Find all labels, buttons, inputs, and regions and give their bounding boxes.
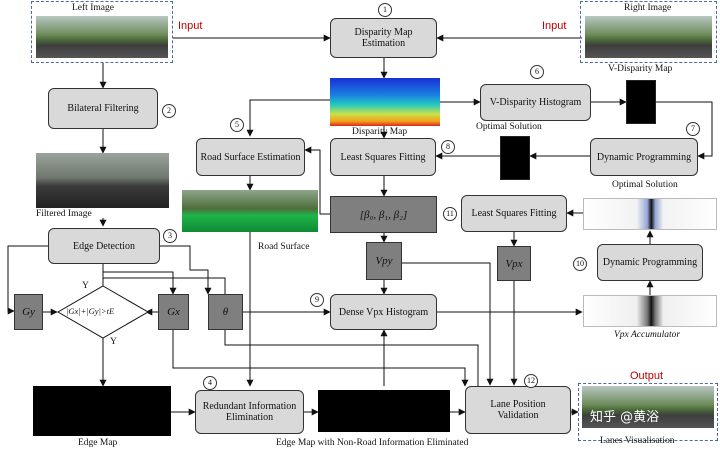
edge-map-eliminated-caption: Edge Map with Non-Road Information Elimi… xyxy=(276,438,469,448)
edge-map-road-only-image xyxy=(318,390,450,432)
step-7-badge: 7 xyxy=(686,122,700,136)
step-4-badge: 4 xyxy=(203,376,217,390)
step-10-badge: 10 xyxy=(573,257,587,271)
beta-params-label: [β₀, β₁, β₂] xyxy=(359,208,408,221)
lane-position-validation-box: Lane Position Validation xyxy=(465,386,571,434)
step-1-badge: 1 xyxy=(378,3,392,17)
disparity-estimation-box: Disparity Map Estimation xyxy=(330,18,437,58)
beta-params-box: [β₀, β₁, β₂] xyxy=(330,196,437,233)
yes-label-bottom: Y xyxy=(110,337,117,347)
optimal-solution-image xyxy=(500,136,530,180)
lanes-visualisation-image xyxy=(582,386,714,428)
output-label: Output xyxy=(630,370,664,382)
optimal-solution-caption-top: Optimal Solution xyxy=(476,122,542,132)
road-surface-estimation-box: Road Surface Estimation xyxy=(196,138,305,176)
left-image xyxy=(36,16,168,58)
least-squares-fitting-right-label: Least Squares Fitting xyxy=(471,208,557,219)
step-2-badge: 2 xyxy=(162,104,176,118)
filtered-image xyxy=(36,153,169,208)
vpx-accumulator-top xyxy=(583,198,717,230)
dynamic-programming-box: Dynamic Programming xyxy=(590,138,698,176)
vpx-accumulator-caption: Vpx Accumulator xyxy=(614,330,681,340)
step-8-badge: 8 xyxy=(441,140,455,154)
road-surface-image xyxy=(182,190,318,232)
v-disparity-histogram-label: V-Disparity Histogram xyxy=(489,97,582,108)
disparity-estimation-label: Disparity Map Estimation xyxy=(354,27,413,49)
disparity-map-caption: Disparity Map xyxy=(352,127,408,137)
theta-box: θ xyxy=(208,294,243,330)
theta-label: θ xyxy=(222,306,229,318)
bilateral-filtering-label: Bilateral Filtering xyxy=(67,103,139,114)
dynamic-programming-right-box: Dynamic Programming xyxy=(597,244,703,281)
least-squares-fitting-box: Least Squares Fitting xyxy=(330,138,436,176)
step-5-badge: 5 xyxy=(230,118,244,132)
threshold-condition: |Gx|+|Gy|>tE xyxy=(66,306,115,316)
vpy-label: Vpy xyxy=(375,255,393,267)
road-surface-caption: Road Surface xyxy=(258,242,310,252)
step-3-badge: 3 xyxy=(163,229,177,243)
road-surface-estimation-label: Road Surface Estimation xyxy=(200,151,301,163)
edge-detection-box: Edge Detection xyxy=(48,228,160,264)
v-disparity-map-caption: V-Disparity Map xyxy=(608,64,673,74)
edge-map-caption: Edge Map xyxy=(78,438,118,448)
step-11-badge: 11 xyxy=(443,207,457,221)
dynamic-programming-right-label: Dynamic Programming xyxy=(602,257,698,268)
gy-label: Gy xyxy=(22,306,35,318)
dynamic-programming-label: Dynamic Programming xyxy=(596,151,692,163)
input-label-left: Input xyxy=(178,20,203,32)
right-image xyxy=(585,16,712,58)
step-9-badge: 9 xyxy=(310,293,324,307)
output-image-frame xyxy=(578,383,718,441)
v-disparity-map-image xyxy=(626,80,656,124)
right-image-frame xyxy=(580,1,717,63)
v-disparity-histogram-box: V-Disparity Histogram xyxy=(480,84,591,121)
input-label-right: Input xyxy=(542,20,567,32)
step-12-badge: 12 xyxy=(524,374,538,388)
edge-detection-label: Edge Detection xyxy=(73,240,135,252)
gx-box: Gx xyxy=(158,294,189,330)
redundant-information-elimination-box: Redundant Information Elimination xyxy=(195,390,304,434)
vpy-box: Vpy xyxy=(366,242,402,280)
dense-vpx-histogram-box: Dense Vpx Histogram xyxy=(330,294,437,330)
least-squares-fitting-right-box: Least Squares Fitting xyxy=(461,195,567,232)
bilateral-filtering-box: Bilateral Filtering xyxy=(48,88,158,129)
watermark-text: 知乎 @黄浴 xyxy=(590,410,660,425)
right-image-title: Right Image xyxy=(624,3,672,13)
vpx-accumulator-image xyxy=(583,295,717,327)
redundant-elimination-label: Redundant Information Elimination xyxy=(202,401,297,423)
optimal-solution-caption: Optimal Solution xyxy=(612,180,678,190)
step-6-badge: 6 xyxy=(530,65,544,79)
yes-label-top: Y xyxy=(82,281,89,291)
lanes-visualisation-caption: Lanes Visualisation xyxy=(600,436,675,446)
filtered-image-caption: Filtered Image xyxy=(36,209,92,219)
left-image-title: Left Image xyxy=(72,3,114,13)
edge-map-image xyxy=(33,386,171,436)
dense-histogram-label: Dense Vpx Histogram xyxy=(338,306,429,318)
disparity-map-image xyxy=(330,78,440,126)
gx-label: Gx xyxy=(167,306,180,318)
vpx-box: Vpx xyxy=(497,246,531,281)
left-image-frame xyxy=(31,1,173,63)
gy-box: Gy xyxy=(14,294,43,330)
least-squares-fitting-label: Least Squares Fitting xyxy=(340,151,426,163)
lane-validation-label: Lane Position Validation xyxy=(490,399,546,421)
vpx-label: Vpx xyxy=(505,257,523,270)
